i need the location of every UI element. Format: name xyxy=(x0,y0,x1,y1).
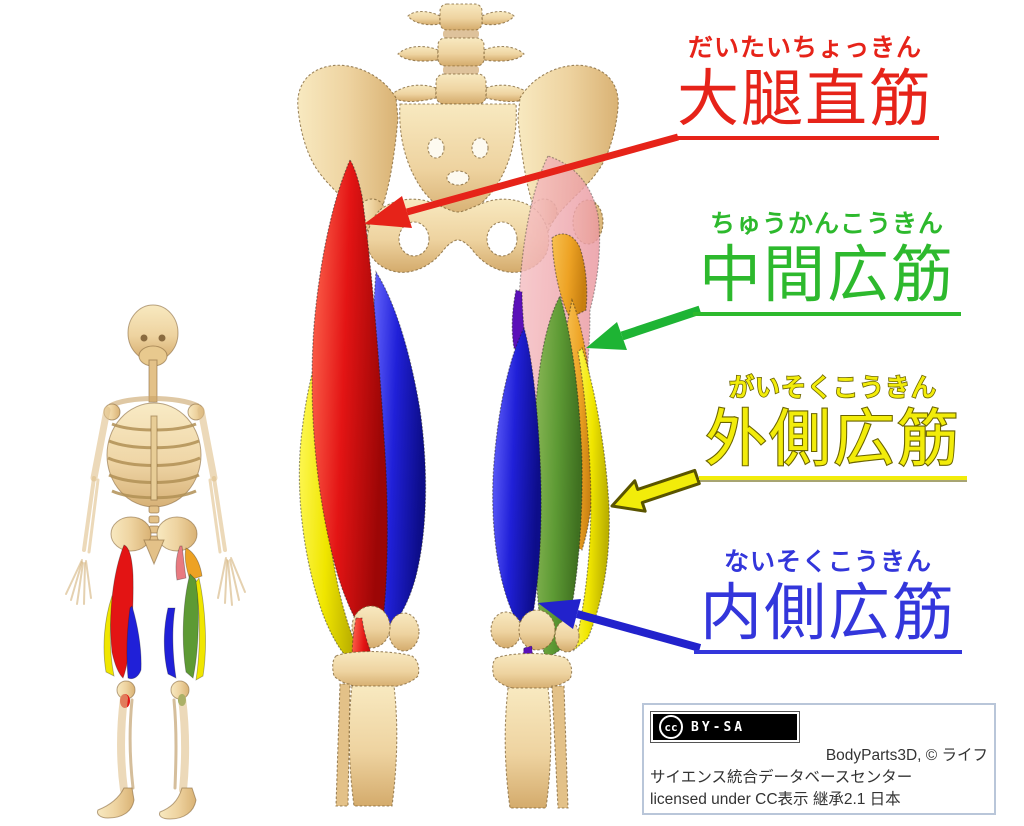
small-full-skeleton xyxy=(65,304,246,820)
lateral-condyle-right xyxy=(554,619,580,653)
vertebra-body xyxy=(439,3,483,31)
right-knee-lower-leg xyxy=(490,609,580,809)
tibia-right xyxy=(504,687,552,809)
vm-right-small xyxy=(163,607,177,679)
vertebra-wing xyxy=(397,45,439,62)
left-thigh-muscles xyxy=(298,158,427,655)
sacral-opening xyxy=(446,170,470,186)
small-lower-legs xyxy=(117,694,190,794)
deep-orange-hook xyxy=(551,233,588,319)
tibia-left xyxy=(348,685,398,807)
arrow-vastus-intermedius xyxy=(586,305,702,350)
disc xyxy=(443,66,479,74)
license-line-3: licensed under CC表示 継承2.1 日本 xyxy=(650,791,901,808)
eye-socket xyxy=(158,334,166,342)
vertebra-wing xyxy=(389,84,437,103)
label-vastus-medialis: ないそくこうきん 内側広筋 xyxy=(663,550,993,654)
neck xyxy=(148,359,158,403)
disc xyxy=(443,30,479,38)
kanji-vastus-intermedius: 中間広筋 xyxy=(692,245,961,316)
furigana-rectus-femoris: だいたいちょっきん xyxy=(687,34,922,62)
vertebra-wing xyxy=(407,10,441,26)
vertebra-body xyxy=(435,73,487,105)
sacral-foramen xyxy=(427,137,445,159)
license-text: BodyParts3D, © ライフ サイエンス統合データベースセンター lic… xyxy=(650,745,988,811)
vastus-intermedius-right xyxy=(532,294,583,662)
tibia-plateau-right xyxy=(492,653,573,691)
cc-logo-icon: cc xyxy=(659,715,683,739)
sacral-foramen xyxy=(471,137,489,159)
arm-left xyxy=(65,406,111,605)
lateral-condyle-left xyxy=(388,612,420,652)
vm-left-small xyxy=(126,605,142,680)
furigana-vastus-lateralis: がいそくこうきん xyxy=(728,374,937,402)
medial-condyle-right xyxy=(490,611,522,649)
vertebra-body xyxy=(437,37,485,67)
fibula-left xyxy=(335,683,351,807)
foot-left-small xyxy=(97,787,135,819)
pelvis-wing-right-small xyxy=(156,516,198,552)
license-line-2: サイエンス統合データベースセンター xyxy=(650,769,913,786)
pointer-arrows xyxy=(364,133,702,652)
arrow-vastus-medialis xyxy=(538,599,702,652)
right-thigh-muscles xyxy=(492,155,610,662)
sternum xyxy=(150,415,158,501)
label-rectus-femoris: だいたいちょっきん 大腿直筋 xyxy=(640,36,970,140)
vl-right-small xyxy=(195,577,206,681)
cc-badge-inner: cc BY-SA xyxy=(653,714,797,740)
orange-right-small xyxy=(184,547,203,581)
large-pelvis-leg-model xyxy=(297,3,619,809)
foot-right-small xyxy=(159,787,197,820)
lumbar-spine xyxy=(389,3,533,105)
left-knee-lower-leg xyxy=(332,605,420,807)
patella-right xyxy=(518,609,556,651)
license-line-1: BodyParts3D, © ライフ xyxy=(825,747,988,764)
cc-by-sa-badge: cc BY-SA xyxy=(650,711,800,743)
arrow-vastus-lateralis xyxy=(610,468,701,513)
pelvis-wing-left-small xyxy=(110,516,152,552)
small-thigh-muscles xyxy=(103,544,206,681)
pubis-ischium-ring xyxy=(366,198,550,273)
eye-socket xyxy=(140,334,148,342)
vertebra-wing xyxy=(481,10,515,26)
fibula-right xyxy=(551,685,569,809)
label-vastus-intermedius: ちゅうかんこうきん 中間広筋 xyxy=(662,212,992,316)
furigana-vastus-intermedius: ちゅうかんこうきん xyxy=(709,210,944,238)
clavicles xyxy=(108,396,200,409)
tibia-plateau-left xyxy=(332,651,420,689)
cc-badge-label: BY-SA xyxy=(691,719,746,735)
label-vastus-lateralis: がいそくこうきん 外側広筋 xyxy=(668,374,998,480)
vastus-medialis-right xyxy=(492,326,542,632)
vertebra-wing xyxy=(483,45,525,62)
kanji-vastus-lateralis: 外側広筋 xyxy=(698,408,967,480)
arrow-rectus-femoris xyxy=(364,133,679,228)
arm-right xyxy=(197,406,246,606)
vi-right-small xyxy=(182,573,199,679)
iliac-wing-left xyxy=(297,64,399,234)
furigana-vastus-medialis: ないそくこうきん xyxy=(723,548,932,576)
kanji-vastus-medialis: 内側広筋 xyxy=(693,583,962,654)
vastus-lateralis-right xyxy=(572,346,610,652)
license-box: cc BY-SA BodyParts3D, © ライフ サイエンス統合データベー… xyxy=(642,703,996,815)
kanji-rectus-femoris: 大腿直筋 xyxy=(670,69,939,140)
sacrum-small xyxy=(143,539,165,566)
rf-right-small xyxy=(175,545,187,581)
